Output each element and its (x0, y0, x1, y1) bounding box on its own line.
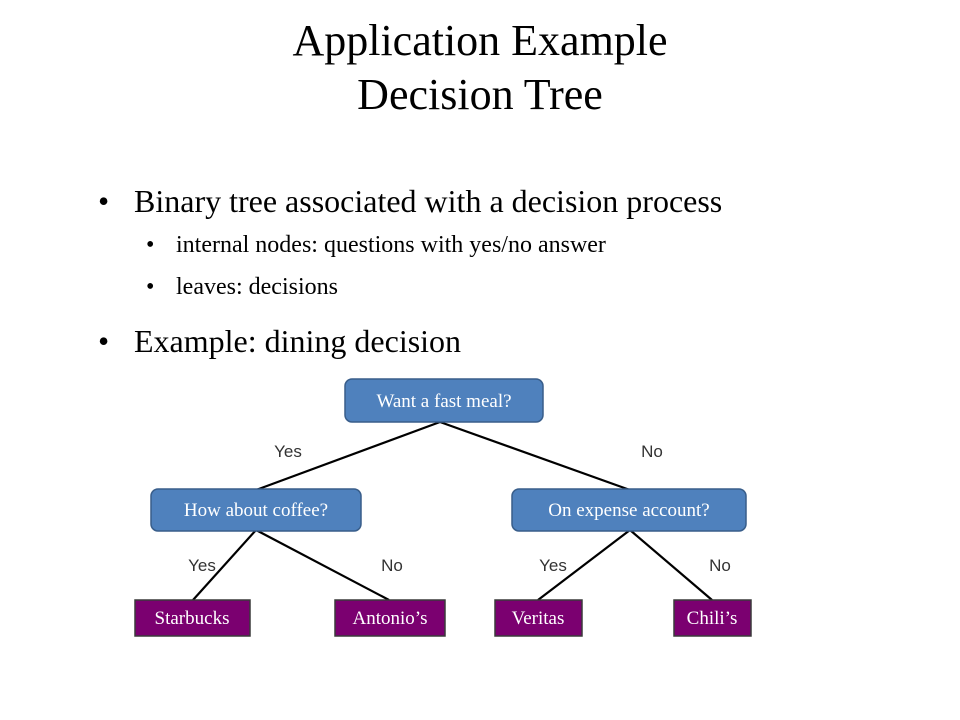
edge-label-coffee-no: No (381, 556, 403, 575)
title-line-1: Application Example (292, 16, 668, 65)
leaf-starbucks-label: Starbucks (155, 608, 230, 629)
edge-label-expense-no: No (709, 556, 731, 575)
leaf-antonios: Antonio’s (334, 599, 446, 637)
leaf-chilis-label: Chili’s (687, 608, 738, 629)
bullet-binary-tree: Binary tree associated with a decision p… (98, 178, 938, 224)
sub-bullet-internal-nodes: internal nodes: questions with yes/no an… (98, 224, 938, 266)
node-coffee-label: How about coffee? (184, 500, 328, 521)
node-expense-label: On expense account? (548, 500, 709, 521)
leaf-veritas-label: Veritas (512, 608, 565, 629)
edge-left-starbucks (192, 529, 257, 601)
sub-bullet-leaves: leaves: decisions (98, 266, 938, 308)
bullet-example: Example: dining decision (98, 318, 938, 364)
edge-root-left (255, 420, 441, 492)
slide-title: Application Example Decision Tree (0, 14, 960, 122)
edge-label-root-no: No (641, 442, 663, 461)
node-root-question: Want a fast meal? (344, 378, 544, 423)
leaf-antonios-label: Antonio’s (353, 608, 428, 629)
leaf-veritas: Veritas (494, 599, 583, 637)
node-root-label: Want a fast meal? (376, 391, 511, 412)
edge-right-veritas (537, 529, 631, 601)
edge-right-chilis (629, 529, 713, 601)
node-coffee-question: How about coffee? (150, 488, 362, 532)
edge-label-coffee-yes: Yes (188, 556, 216, 575)
edge-root-right (439, 420, 631, 492)
edge-left-antonios (255, 529, 390, 601)
edge-label-expense-yes: Yes (539, 556, 567, 575)
bullet-list: Binary tree associated with a decision p… (98, 178, 938, 364)
leaf-starbucks: Starbucks (134, 599, 251, 637)
edge-label-root-yes: Yes (274, 442, 302, 461)
title-line-2: Decision Tree (357, 70, 603, 119)
leaf-chilis: Chili’s (673, 599, 752, 637)
node-expense-question: On expense account? (511, 488, 747, 532)
